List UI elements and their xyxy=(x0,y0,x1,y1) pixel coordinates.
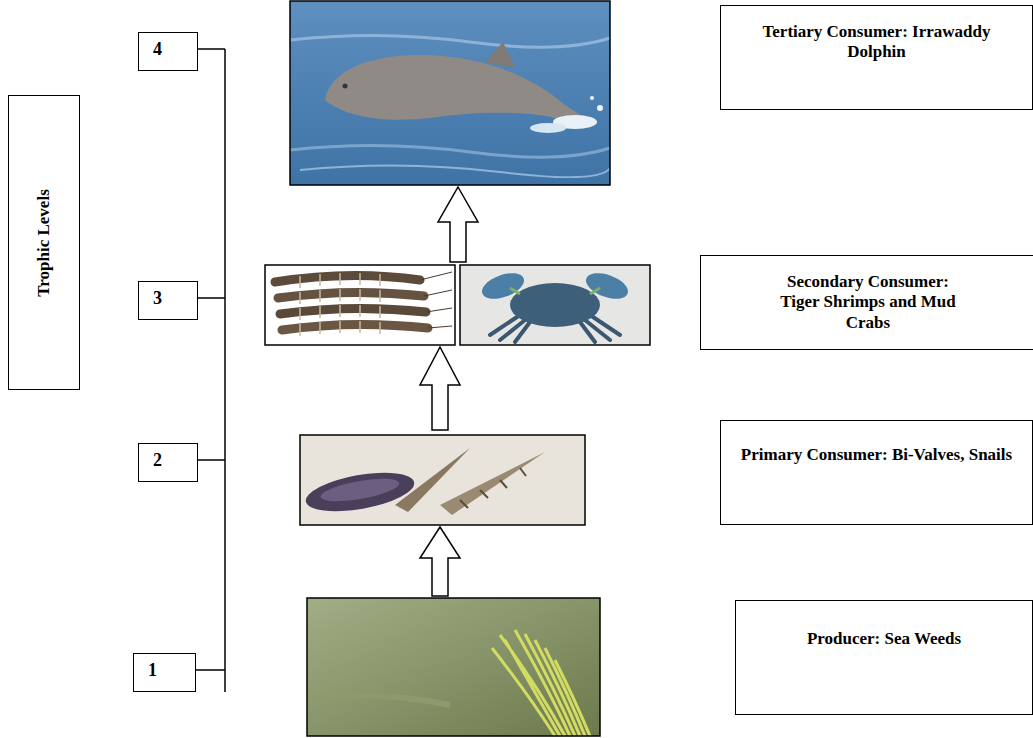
shells-photo xyxy=(300,435,585,525)
level-number: 2 xyxy=(138,443,198,482)
splash xyxy=(597,105,603,111)
shrimp-antennae xyxy=(420,272,452,328)
snail-shell xyxy=(440,452,545,515)
water xyxy=(307,598,600,736)
crab-photo xyxy=(460,265,650,345)
seaweed-strands xyxy=(492,630,590,736)
level-number-text: 3 xyxy=(139,282,197,310)
crab-body xyxy=(510,283,600,327)
crab-claw xyxy=(583,268,632,304)
level-label-box: Producer: Sea Weeds xyxy=(735,600,1033,715)
splash xyxy=(530,123,566,133)
level-number-text: 4 xyxy=(139,33,197,61)
label-text: Tertiary Consumer: Irrawaddy Dolphin xyxy=(728,22,1025,63)
photo-frame xyxy=(290,1,610,185)
silt xyxy=(310,696,450,705)
photo-frame xyxy=(265,265,455,345)
dolphin-eye xyxy=(343,84,348,89)
seaweed-photo xyxy=(307,598,600,736)
energy-arrow xyxy=(420,527,460,596)
crab-claw xyxy=(479,268,528,304)
crab-joint xyxy=(510,288,600,294)
shrimp-photo xyxy=(265,265,455,345)
label-text: Producer: Sea Weeds xyxy=(786,629,982,649)
level-number: 1 xyxy=(133,653,196,692)
wave xyxy=(290,35,610,47)
level-label-box: Primary Consumer: Bi-Valves, Snails xyxy=(720,420,1033,525)
axis-title-box: Trophic Levels xyxy=(8,95,80,390)
level-label-box: Secondary Consumer: Tiger Shrimps and Mu… xyxy=(700,255,1033,350)
snail-whorls xyxy=(460,468,526,508)
energy-arrow xyxy=(438,187,478,262)
level-number-text: 1 xyxy=(134,654,195,682)
photo-frame xyxy=(300,435,585,525)
water xyxy=(290,1,610,185)
photo-ground xyxy=(265,265,455,345)
photo-frame xyxy=(307,598,600,736)
level-number-text: 2 xyxy=(139,444,197,472)
photo-ground xyxy=(300,435,585,525)
level-number: 3 xyxy=(138,281,198,320)
dolphin-body xyxy=(325,55,582,120)
level-label-box: Tertiary Consumer: Irrawaddy Dolphin xyxy=(720,5,1033,110)
photo-ground xyxy=(460,265,650,345)
wave xyxy=(290,145,610,157)
dolphin-fin xyxy=(485,42,515,68)
shrimp-bands xyxy=(300,273,380,336)
bivalve-shell xyxy=(303,466,417,519)
shrimp xyxy=(280,308,426,314)
energy-arrow xyxy=(420,347,460,430)
level-number: 4 xyxy=(138,32,198,71)
bivalve-sheen xyxy=(319,474,401,506)
label-text: Secondary Consumer: Tiger Shrimps and Mu… xyxy=(760,272,976,333)
axis-line xyxy=(224,49,226,692)
shrimp xyxy=(275,275,420,282)
shrimp xyxy=(282,324,428,330)
label-text: Primary Consumer: Bi-Valves, Snails xyxy=(728,445,1025,465)
photo-frame xyxy=(460,265,650,345)
wave xyxy=(300,165,610,177)
label-text: Trophic Levels xyxy=(34,189,54,297)
splash xyxy=(590,96,594,100)
dolphin-photo xyxy=(290,1,610,185)
